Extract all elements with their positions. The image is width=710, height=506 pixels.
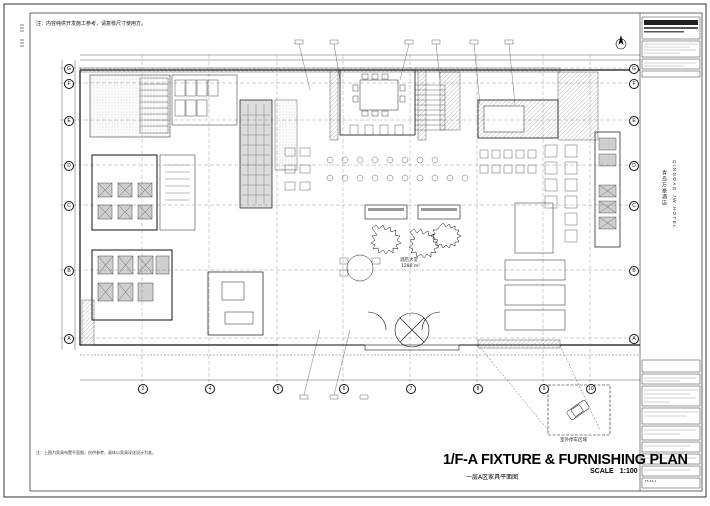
grid-bubble-bottom: 10	[586, 384, 596, 394]
grid-bubble-bottom: 6	[339, 384, 349, 394]
lounge-seating	[284, 124, 578, 243]
grid-bubble-left: A	[64, 334, 74, 344]
dropoff-detail	[547, 384, 611, 436]
grid-bubble-left: G	[64, 64, 74, 74]
stair-1	[139, 77, 169, 134]
grid-bubble-left: D	[64, 161, 74, 171]
planter	[370, 222, 462, 259]
hotel-name-cn: 青岛万豪酒店	[661, 170, 667, 206]
north-arrow-icon	[615, 35, 627, 50]
grid-bubble-bottom: 5	[273, 384, 283, 394]
elevator-core-1	[97, 182, 153, 220]
bottom-note: 注：上图为家具布置平面图，仅供参考，具体以家具深化设计为准。	[36, 450, 156, 455]
reception-desks	[364, 204, 461, 220]
hotel-name-en: QINGDAO JW HOTEL	[672, 160, 677, 230]
sheet-border-inner	[29, 12, 703, 492]
car-icon	[566, 400, 590, 420]
drawing-scale: SCALE 1:100	[590, 468, 638, 475]
drawing-title-cn: 一层A区家具平面图	[466, 474, 519, 481]
drawing-title: 1/F-A FIXTURE & FURNISHING PLAN	[443, 452, 688, 468]
grid-bubble-bottom: 8	[473, 384, 483, 394]
lobby-area-label: 1280 m²	[401, 264, 421, 269]
lobby-name-label: 酒店大堂	[400, 258, 418, 263]
grid-bubble-bottom: 7	[406, 384, 416, 394]
grid-bubble-right: C	[629, 201, 639, 211]
grid-bubble-left: F	[64, 79, 74, 89]
elevator-core-2	[97, 255, 170, 302]
grid-bubble-right: D	[629, 161, 639, 171]
sheet-border-outer	[3, 3, 707, 498]
revolving-door	[364, 311, 460, 351]
dropoff-label: 室外停车区域	[560, 438, 587, 443]
sheet-number: FF-1A-1	[645, 479, 657, 483]
grid-bubble-left: E	[64, 116, 74, 126]
grid-bubble-bottom: 4	[205, 384, 215, 394]
grid-bubble-bottom: 2	[138, 384, 148, 394]
top-note: 注：内容纯供开发施工参考，请复核尺寸使用方。	[36, 21, 147, 27]
scale-value: 1:100	[619, 468, 638, 475]
grid-bubble-right: E	[629, 116, 639, 126]
elevator-core-3	[594, 131, 621, 248]
scale-label: SCALE	[590, 468, 614, 475]
grid-bubble-right: F	[629, 79, 639, 89]
sofa-groups	[221, 202, 566, 331]
grid-bubble-right: G	[629, 64, 639, 74]
grid-bubble-right: B	[629, 266, 639, 276]
title-block	[641, 16, 701, 489]
grid-bubble-left: C	[64, 201, 74, 211]
grid-bubble-right: A	[629, 334, 639, 344]
service-zone	[89, 74, 171, 138]
binding-marks	[20, 24, 24, 47]
grid-bubble-bottom: 9	[539, 384, 549, 394]
grid-bubble-left: B	[64, 266, 74, 276]
